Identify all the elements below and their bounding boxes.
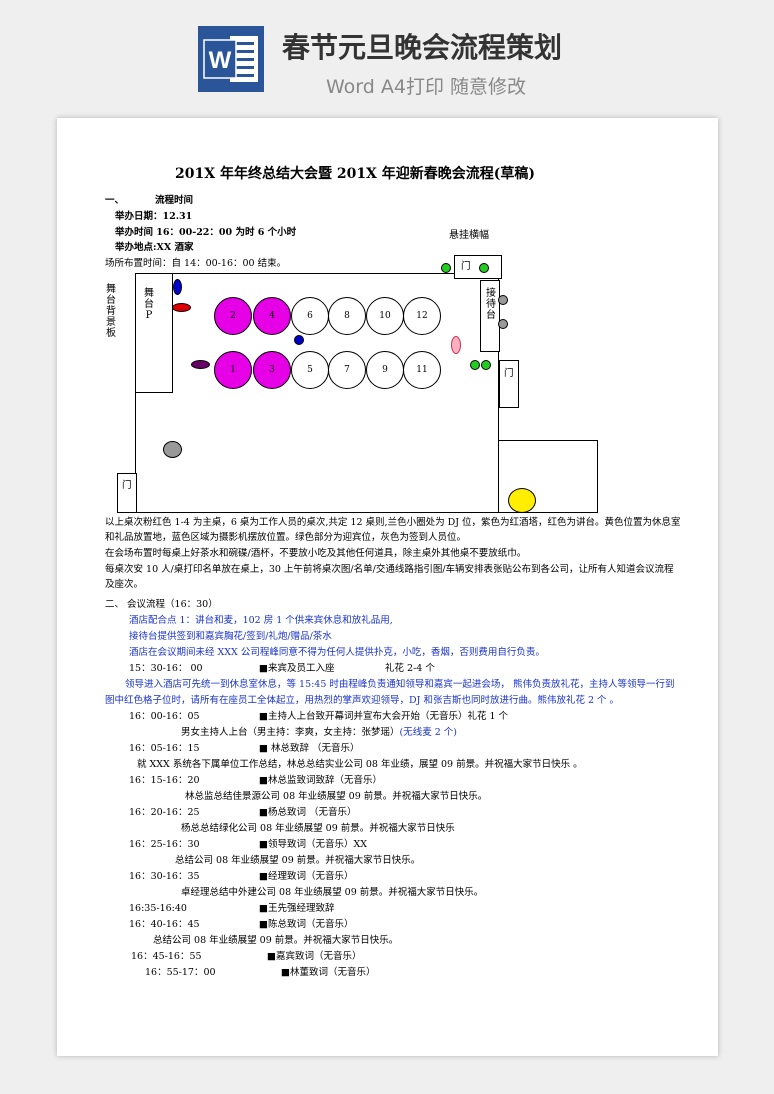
agenda-time: 16：00-16：05 xyxy=(129,711,200,722)
agenda-item: ■林董致词（无音乐） xyxy=(281,967,376,978)
section-one-number: 一、 xyxy=(105,195,125,206)
greeter-marker xyxy=(470,360,480,370)
agenda-time: 16：45-16：55 xyxy=(131,951,202,962)
table-12: 12 xyxy=(403,297,441,335)
reception-desk xyxy=(480,280,500,352)
podium-marker xyxy=(172,303,191,312)
agenda-extra: 礼花 2-4 个 xyxy=(385,663,435,674)
top-door-box xyxy=(454,255,502,279)
word-logo-letter: W xyxy=(209,47,232,74)
table-4: 4 xyxy=(253,297,291,335)
stage-label: 舞台P xyxy=(144,288,154,321)
agenda-time: 16：05-16：15 xyxy=(129,743,200,754)
agenda-detail: 杨总总结绿化公司 08 年业绩展望 09 前景。并祝福大家节日快乐 xyxy=(181,823,455,834)
event-place: 举办地点:XX 酒家 xyxy=(115,242,194,253)
agenda-detail: 林总监总结佳景源公司 08 年业绩展望 09 前景。并祝福大家节日快乐。 xyxy=(185,791,488,802)
table-3: 3 xyxy=(253,351,291,389)
document-title: 201X 年年终总结大会暨 201X 年迎新春晚会流程(草稿) xyxy=(175,166,536,182)
section-one-title: 流程时间 xyxy=(155,195,194,206)
stage xyxy=(135,273,173,393)
word-doc-icon: W xyxy=(198,26,264,92)
agenda-item: ■杨总致词 （无音乐） xyxy=(259,807,357,818)
agenda-item: ■主持人上台致开幕词并宣布大会开始（无音乐）礼花 1 个 xyxy=(259,711,509,722)
reception-label: 接待台 xyxy=(486,288,496,321)
agenda-item: ■领导致词（无音乐）XX xyxy=(259,839,368,850)
agenda-detail: 男女主持人上台（男主持：李爽，女主持：张梦瑶）(无线麦 2 个) xyxy=(181,727,457,739)
leader-entry-note: 领导进入酒店可先统一到休息室休息，等 15:45 时由程峰负责通知领导和嘉宾一起… xyxy=(125,679,675,690)
banner-subtitle: Word A4打印 随意修改 xyxy=(326,76,527,98)
note-legend-cont: 和礼品放置地，蓝色区域为摄影机摆放位置。绿色部分为迎宾位，灰色为签到人员位。 xyxy=(105,532,467,543)
rest-room-marker xyxy=(508,488,536,513)
agenda-time: 16：25-16：30 xyxy=(129,839,200,850)
table-7: 7 xyxy=(328,351,366,389)
hotel-note-2: 接待台提供签到和嘉宾胸花/签到/礼炮/赠品/茶水 xyxy=(129,631,332,642)
agenda-item: ■ 林总致辞 （无音乐） xyxy=(259,743,360,754)
dj-spot-marker xyxy=(294,335,304,345)
section-two-title: 二、 会议流程（16：30） xyxy=(105,599,218,610)
top-door-label: 门 xyxy=(461,261,471,272)
agenda-item: ■王先强经理致辞 xyxy=(259,903,335,914)
stage-background-label: 舞台背景板 xyxy=(106,284,116,339)
agenda-detail: 总结公司 08 年业绩展望 09 前景。并祝福大家节日快乐。 xyxy=(175,855,421,866)
note-legend: 以上桌次粉红色 1-4 为主桌，6 桌为工作人员的桌次,共定 12 桌则,兰色小… xyxy=(105,517,681,528)
banner-hanging-label: 悬挂横幅 xyxy=(449,230,489,241)
agenda-detail: 卓经理总结中外建公司 08 年业绩展望 09 前景。并祝福大家节日快乐。 xyxy=(181,887,484,898)
event-time: 举办时间 16：00-22：00 为时 6 个小时 xyxy=(115,227,297,238)
agenda-detail: 总结公司 08 年业绩展望 09 前景。并祝福大家节日快乐。 xyxy=(153,935,399,946)
bottom-door-box xyxy=(117,473,137,513)
agenda-time: 16：55-17：00 xyxy=(145,967,216,978)
header-banner xyxy=(0,0,774,118)
wine-tower-marker xyxy=(191,360,210,369)
agenda-time: 16:35-16:40 xyxy=(129,903,187,914)
setup-time: 场所布置时间：自 14：00-16：00 结束。 xyxy=(105,258,287,269)
agenda-time: 16：20-16：25 xyxy=(129,807,200,818)
dj-position-marker xyxy=(173,279,182,295)
agenda-detail-mic: (无线麦 2 个) xyxy=(399,727,458,738)
agenda-item: ■经理致词（无音乐） xyxy=(259,871,354,882)
hotel-note-3: 酒店在会议期间未经 XXX 公司程峰同意不得为任何人提供扑克，小吃，香烟，否则费… xyxy=(129,647,545,658)
table-11: 11 xyxy=(403,351,441,389)
table-8: 8 xyxy=(328,297,366,335)
hotel-note-1: 酒店配合点 1：讲台和麦，102 房 1 个供来宾休息和放礼品用, xyxy=(129,615,393,626)
right-door-label: 门 xyxy=(504,368,514,379)
sign-in-marker xyxy=(498,319,508,329)
agenda-time: 16：15-16：20 xyxy=(129,775,200,786)
agenda-item: ■林总监致词致辞（无音乐） xyxy=(259,775,382,786)
agenda-detail-text: 男女主持人上台（男主持：李爽，女主持：张梦瑶） xyxy=(181,727,400,738)
table-6: 6 xyxy=(291,297,329,335)
agenda-detail: 就 XXX 系统各下属单位工作总结，林总总结实业公司 08 年业绩，展望 09 … xyxy=(137,759,583,770)
sign-in-staff-marker xyxy=(163,441,182,458)
agenda-time: 16：30-16：35 xyxy=(129,871,200,882)
table-9: 9 xyxy=(366,351,404,389)
event-date: 举办日期：12.31 xyxy=(115,211,193,222)
banner-title: 春节元旦晚会流程策划 xyxy=(282,31,563,64)
greeter-marker xyxy=(481,360,491,370)
bottom-door-label: 门 xyxy=(122,480,132,491)
agenda-item: ■陈总致词（无音乐） xyxy=(259,919,354,930)
agenda-time: 16：40-16：45 xyxy=(129,919,200,930)
document-page: 201X 年年终总结大会暨 201X 年迎新春晚会流程(草稿) 一、 流程时间 … xyxy=(57,118,718,1056)
agenda-item: ■嘉宾致词（无音乐） xyxy=(267,951,362,962)
greeter-marker xyxy=(479,263,489,273)
note-seating-cont: 及座次。 xyxy=(105,579,144,590)
note-seating: 每桌次安 10 人/桌打印名单放在桌上，30 上午前将桌次图/名单/交通线路指引… xyxy=(105,564,674,575)
note-tables: 在会场布置时每桌上好茶水和碗碟/酒杯，不要放小吃及其他任何道具，除主桌外其他桌不… xyxy=(105,548,527,559)
sign-in-marker xyxy=(498,295,508,305)
table-2: 2 xyxy=(214,297,252,335)
right-door-box xyxy=(499,360,519,408)
agenda-item: ■来宾及员工入座 xyxy=(259,663,335,674)
table-10: 10 xyxy=(366,297,404,335)
camera-area-marker xyxy=(451,336,461,354)
table-5: 5 xyxy=(291,351,329,389)
greeter-marker xyxy=(441,263,451,273)
agenda-time: 15：30-16： 00 xyxy=(129,663,203,674)
table-1: 1 xyxy=(214,351,252,389)
leader-entry-note-cont: 图中红色格子位时，请所有在座员工全体起立，用热烈的掌声欢迎领导，DJ 和张吉斯也… xyxy=(105,695,620,706)
